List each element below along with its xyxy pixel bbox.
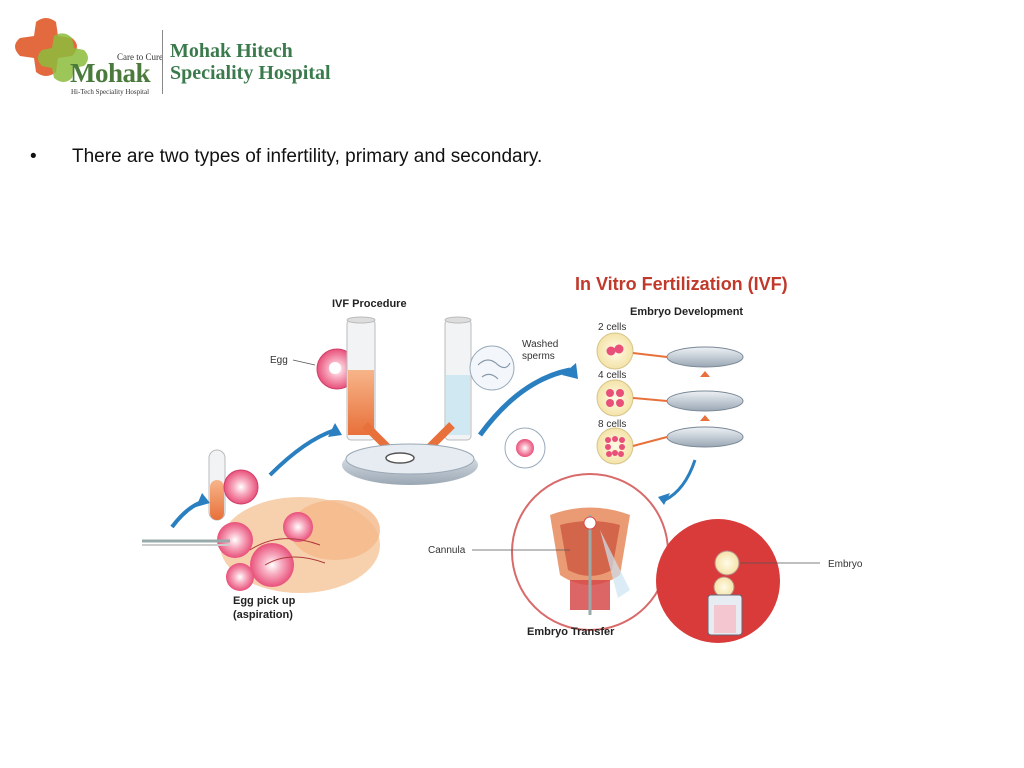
arrow-head-3 [562, 363, 578, 379]
cell-stage-8 [596, 427, 634, 465]
diagram-title: In Vitro Fertilization (IVF) [575, 274, 788, 294]
embryo-transfer-uterus [511, 473, 669, 631]
cell-8-group [605, 436, 625, 457]
logo-wordmark: Mohak [70, 58, 151, 88]
cell-2a [606, 346, 616, 356]
logo-subline: Hi-Tech Speciality Hospital [71, 88, 150, 96]
cell-2b [614, 344, 624, 354]
hospital-name-line-2: Speciality Hospital [170, 62, 331, 84]
aspiration-tube [208, 449, 226, 521]
washed-label-2: sperms [522, 351, 555, 362]
arrow-to-culture [477, 367, 571, 437]
arrow-head-2 [328, 423, 342, 437]
embryo-transfer-label: Embryo Transfer [527, 626, 615, 638]
embryo-development-label: Embryo Development [630, 306, 743, 318]
cell-stage-4 [596, 379, 634, 417]
egg-pipette [346, 316, 376, 441]
washed-label-1: Washed [522, 339, 558, 350]
fertilized-egg [516, 439, 534, 457]
egg-nucleus [329, 362, 341, 374]
arrow-head-4 [658, 493, 670, 505]
bullet-marker: • [30, 146, 37, 167]
sperm-pipette [444, 316, 472, 441]
hospital-name-line-1: Mohak Hitech [170, 40, 293, 62]
logo-divider [162, 30, 163, 94]
culture-dishes [632, 346, 744, 448]
cells-2-label: 2 cells [598, 322, 626, 333]
petri-dish [342, 443, 478, 485]
ivf-diagram: In Vitro Fertilization (IVF) IVF Procedu… [142, 274, 863, 643]
sperm-shapes [477, 359, 511, 380]
embryo-label: Embryo [828, 559, 863, 570]
arrow-to-transfer [664, 459, 697, 502]
bullet-point: • There are two types of infertility, pr… [30, 146, 542, 168]
embryo-zoom [656, 519, 820, 643]
hospital-logo: Care to Cure Mohak Hi-Tech Speciality Ho… [14, 14, 384, 100]
ovary-cluster [142, 497, 380, 593]
washed-sperm-bubble [469, 345, 515, 391]
arrow-to-dish [268, 428, 336, 477]
egg-pickup-label-1: Egg pick up [233, 595, 296, 607]
egg-label: Egg [270, 355, 288, 366]
bullet-text: There are two types of infertility, prim… [72, 146, 543, 167]
cells-4-label: 4 cells [598, 370, 626, 381]
cells-8-label: 8 cells [598, 419, 626, 430]
logo-tagline: Care to Cure [117, 52, 163, 62]
egg-pickup-label-2: (aspiration) [233, 609, 293, 621]
hospital-name: Mohak Hitech Speciality Hospital [170, 40, 331, 84]
cannula-label: Cannula [428, 545, 466, 556]
egg-pointer [292, 359, 316, 366]
arrow-head-1 [196, 493, 210, 507]
cell-4-group [606, 389, 624, 407]
egg-cell-small [223, 469, 259, 505]
medical-cross-icon [15, 18, 88, 82]
procedure-label: IVF Procedure [332, 298, 407, 310]
